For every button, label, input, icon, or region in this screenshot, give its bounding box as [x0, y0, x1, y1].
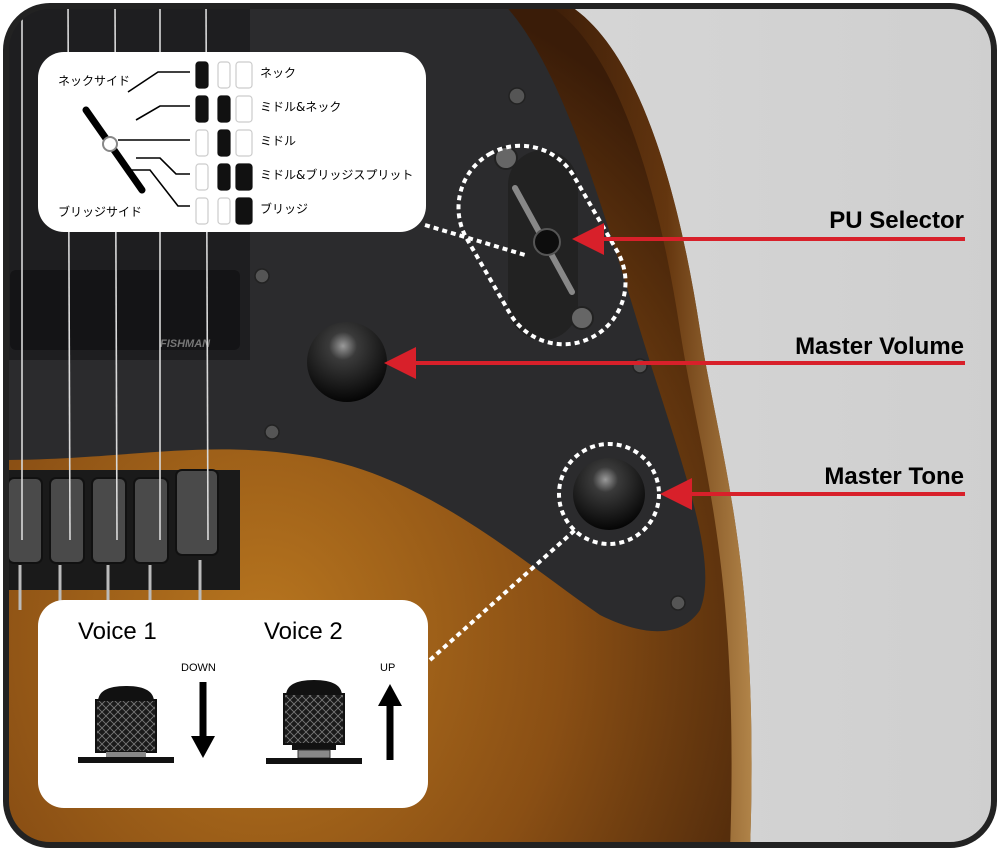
master-tone-highlight [557, 442, 661, 546]
voice2-direction: UP [380, 662, 396, 674]
pu-selector-label: PU Selector [829, 207, 964, 234]
master-volume-label: Master Volume [795, 333, 964, 360]
position-label-1: ネック [260, 66, 297, 80]
pickup-position-icon [235, 61, 253, 89]
pickup-position-icon [235, 197, 253, 225]
pu-selector-highlight [456, 143, 628, 347]
pu-selector-switch [533, 228, 561, 256]
voice2-title: Voice 2 [264, 618, 343, 645]
pickup-position-icon [235, 129, 253, 157]
pickup-position-icon [217, 61, 231, 89]
up-arrow [378, 684, 402, 760]
voice1-direction: DOWN [181, 662, 216, 674]
master-tone-label: Master Tone [824, 463, 964, 490]
frame-border [3, 3, 997, 848]
pickup-position-icon [235, 163, 253, 191]
master-tone-knob [573, 458, 645, 530]
pickup-position-icon [217, 163, 231, 191]
down-arrow [191, 682, 215, 758]
pickup-position-icon [217, 197, 231, 225]
pickup [10, 270, 240, 350]
position-label-3: ミドル [260, 134, 297, 148]
selector-position-inset: ネックサイド ブリッジサイド ネック ミドル&ネック ミドル ミドル&ブリッジス… [38, 52, 426, 232]
pickup-position-icon [195, 197, 209, 225]
brand-label: FISHMAN [160, 338, 211, 350]
voice1-knob [78, 686, 174, 763]
voice-knob-illustrations [78, 680, 402, 764]
neck-side-label: ネックサイド [58, 74, 131, 88]
voice-inset: Voice 1 Voice 2 DOWN UP [38, 600, 428, 808]
position-label-4: ミドル&ブリッジスプリット [260, 168, 414, 182]
pickup-position-icon [195, 95, 209, 123]
master-volume-knob [307, 322, 387, 402]
position-label-5: ブリッジ [260, 202, 309, 216]
position-label-2: ミドル&ネック [260, 100, 342, 114]
pickup-position-icon [195, 163, 209, 191]
pickup-position-icon [217, 95, 231, 123]
voice1-title: Voice 1 [78, 618, 157, 645]
pickup-position-icon [195, 129, 209, 157]
selector-lever-diagram [82, 61, 253, 225]
pickup-position-icon [195, 61, 209, 89]
voice2-knob [266, 680, 362, 764]
bridge-side-label: ブリッジサイド [58, 205, 143, 219]
pickup-position-icon [235, 95, 253, 123]
pickup-position-icon [217, 129, 231, 157]
